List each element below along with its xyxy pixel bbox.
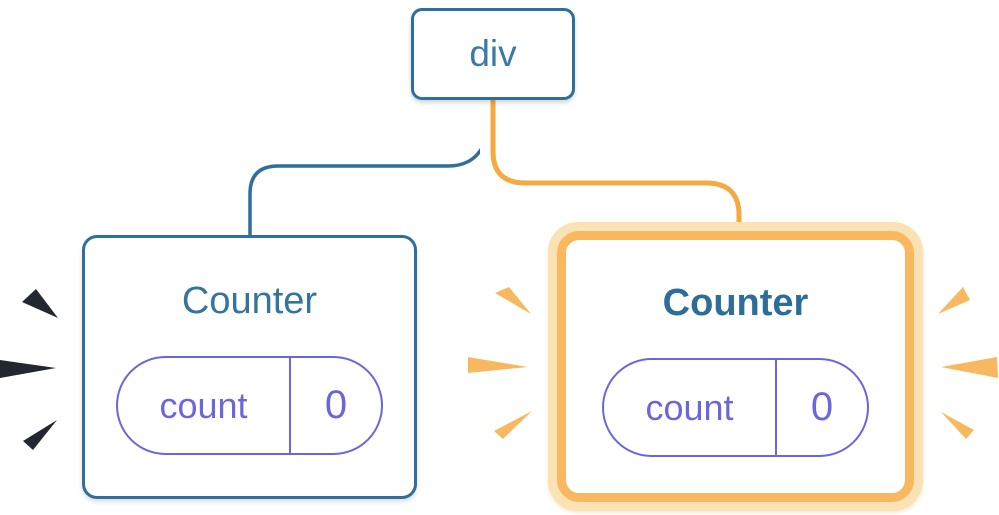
root-node-label: div <box>469 33 517 74</box>
burst-mark-dark <box>22 289 58 318</box>
root-node-div: div <box>411 8 575 100</box>
state-pill: count 0 <box>116 356 383 455</box>
burst-mark-dark <box>0 360 56 378</box>
burst-mark-dark <box>23 420 57 450</box>
burst-mark-orange <box>495 287 531 314</box>
counter-title: Counter <box>662 282 809 324</box>
state-key: count <box>118 358 291 453</box>
state-key: count <box>604 360 777 455</box>
counter-card-right: Counter count 0 <box>557 231 914 502</box>
edge-root-to-right-counter <box>490 98 742 232</box>
burst-mark-orange <box>941 412 974 439</box>
counter-card-right-highlight-ring: Counter count 0 <box>548 222 923 511</box>
state-value: 0 <box>324 383 348 427</box>
burst-mark-orange <box>938 287 970 314</box>
state-value: 0 <box>810 385 834 429</box>
burst-mark-orange <box>494 411 532 439</box>
state-pill: count 0 <box>602 358 869 457</box>
burst-mark-orange <box>468 357 528 373</box>
counter-title: Counter <box>181 280 318 322</box>
counter-card-left: Counter count 0 <box>82 235 417 499</box>
burst-mark-orange <box>941 357 998 378</box>
